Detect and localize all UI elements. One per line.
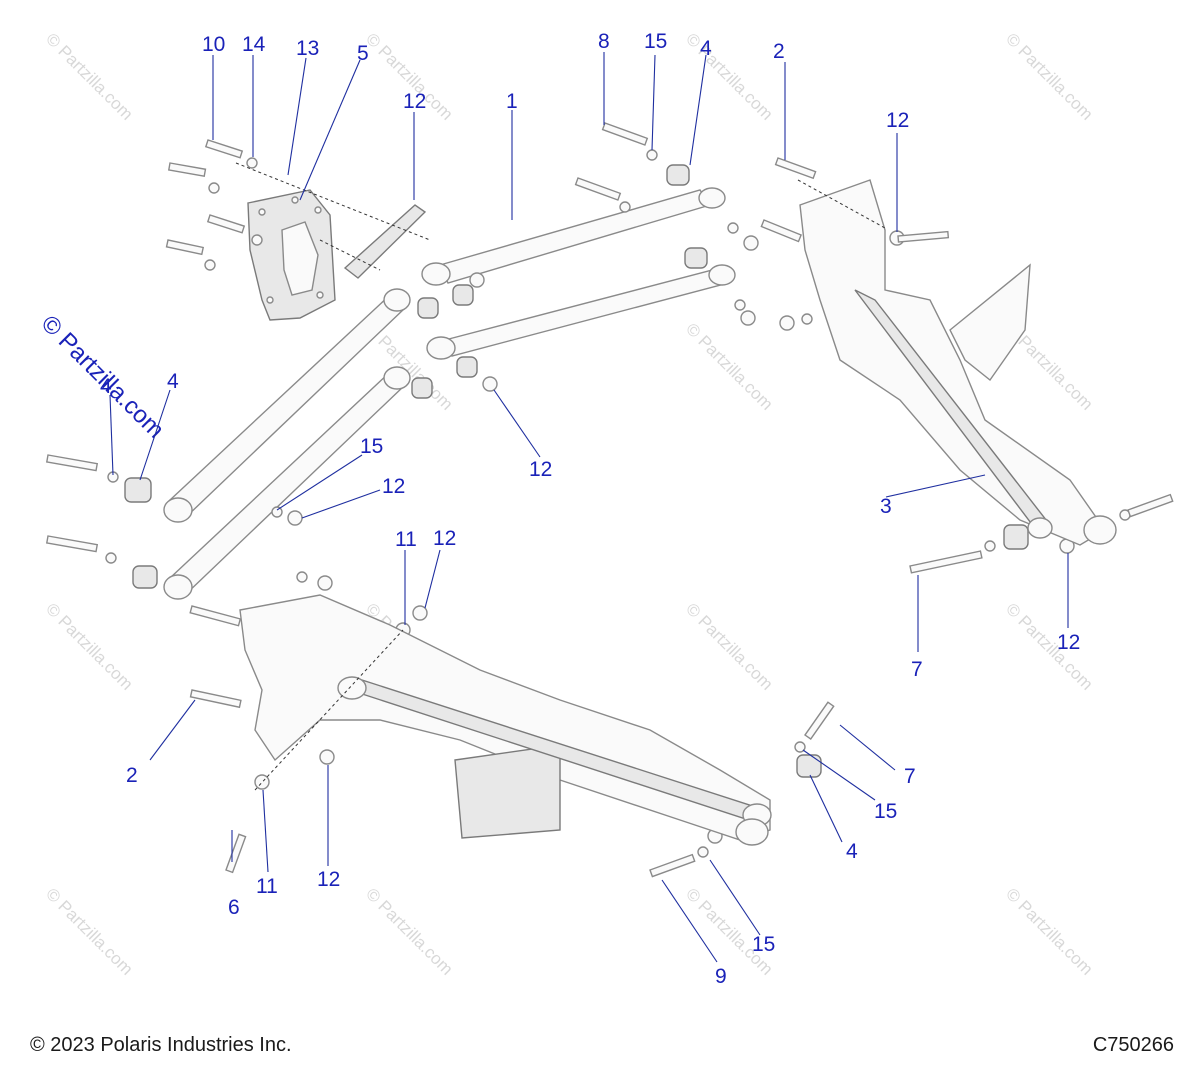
callout-4: 4 bbox=[846, 840, 858, 863]
watermark: © Partzilla.com bbox=[362, 884, 456, 978]
mounting-plate bbox=[247, 189, 336, 321]
watermark: © Partzilla.com bbox=[682, 319, 776, 413]
nuts-and-washers bbox=[105, 149, 1131, 858]
callout-11: 11 bbox=[256, 875, 278, 898]
callout-12: 12 bbox=[317, 868, 340, 891]
callout-12: 12 bbox=[433, 527, 456, 550]
callout-2: 2 bbox=[126, 764, 138, 787]
callout-14: 13 bbox=[296, 37, 319, 60]
callout-15: 14 bbox=[242, 33, 266, 56]
callout-13: 12 bbox=[403, 90, 426, 113]
callout-12: 12 bbox=[529, 458, 552, 481]
callout-15: 15 bbox=[874, 800, 897, 823]
bolts-upper-left bbox=[165, 139, 263, 271]
watermark: © Partzilla.com bbox=[1002, 599, 1096, 693]
watermark: © Partzilla.com bbox=[42, 884, 136, 978]
bolts-misc bbox=[45, 122, 1174, 878]
watermark: © Partzilla.com bbox=[682, 599, 776, 693]
watermark: © Partzilla.com bbox=[42, 29, 136, 123]
callout-5: 5 bbox=[357, 42, 369, 65]
callout-6: 6 bbox=[228, 896, 240, 919]
callout-7: 7 bbox=[904, 765, 916, 788]
callout-7: 7 bbox=[911, 658, 923, 681]
trailing-arm-lower bbox=[239, 594, 772, 846]
callout-9: 9 bbox=[715, 965, 727, 988]
callout-11: 11 bbox=[395, 528, 417, 551]
callout-15: 15 bbox=[752, 933, 775, 956]
callout-8: 8 bbox=[598, 30, 610, 53]
callout-4: 4 bbox=[167, 370, 179, 393]
watermark: © Partzilla.com bbox=[42, 599, 136, 693]
callout-12: 12 bbox=[886, 109, 909, 132]
callout-4: 4 bbox=[100, 375, 112, 398]
callout-2: 2 bbox=[773, 40, 785, 63]
watermark: © Partzilla.com bbox=[1002, 29, 1096, 123]
shield-bracket bbox=[343, 204, 427, 279]
callout-labels: 1 2 2 3 4 4 4 4 5 6 7 7 8 9 10 11 11 12 … bbox=[100, 30, 1080, 988]
callout-15: 15 bbox=[644, 30, 667, 53]
callout-4: 4 bbox=[700, 37, 712, 60]
copyright-notice: © 2023 Polaris Industries Inc. bbox=[30, 1034, 292, 1056]
watermark: © Partzilla.com bbox=[682, 29, 776, 123]
callout-15: 15 bbox=[360, 435, 383, 458]
callout-1: 1 bbox=[506, 90, 518, 113]
alignment-lines bbox=[235, 162, 886, 791]
callout-10: 10 bbox=[202, 33, 225, 56]
callout-12: 12 bbox=[382, 475, 405, 498]
trailing-arm-right bbox=[799, 179, 1117, 546]
callout-3: 3 bbox=[880, 495, 892, 518]
leader-lines bbox=[109, 52, 1069, 963]
bushings bbox=[124, 164, 1029, 778]
control-arms bbox=[163, 187, 736, 600]
callout-12: 12 bbox=[1057, 631, 1080, 654]
diagram-code: C750266 bbox=[1092, 1034, 1174, 1056]
watermark: © Partzilla.com bbox=[1002, 884, 1096, 978]
